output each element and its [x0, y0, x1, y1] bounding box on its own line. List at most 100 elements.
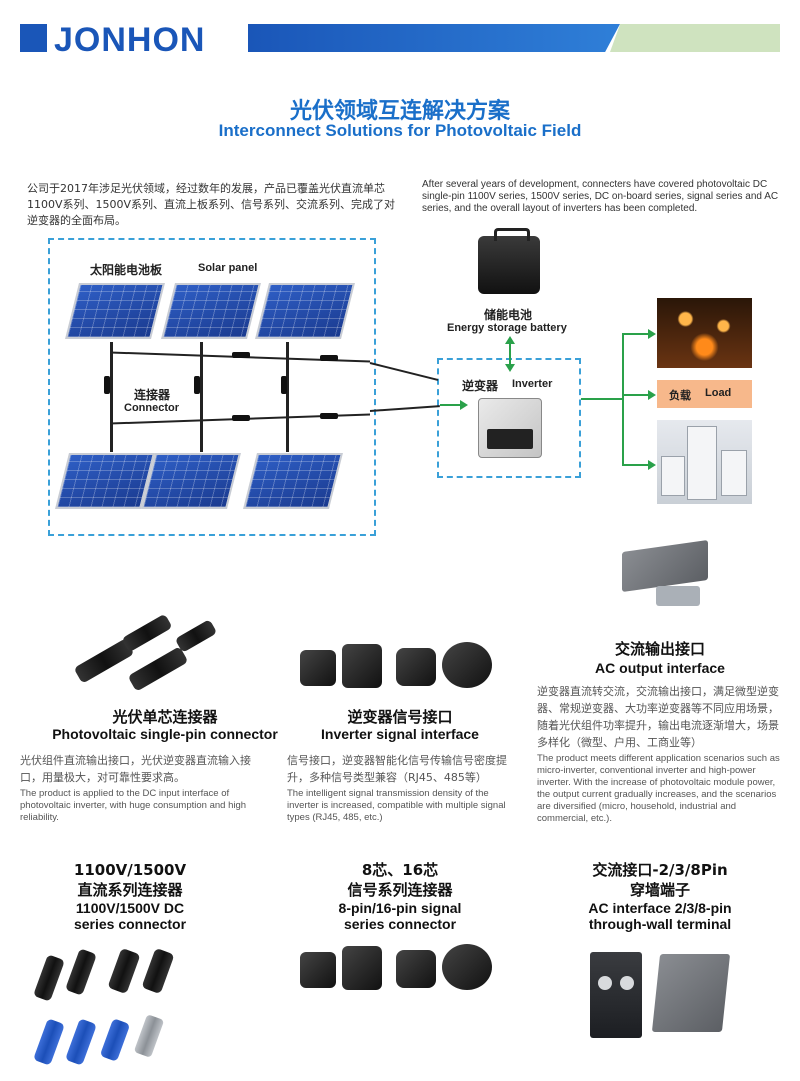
single-pin-title-cn: 光伏单芯连接器: [112, 708, 218, 726]
output-line: [622, 464, 650, 466]
terminal-screw-icon: [620, 976, 634, 990]
ac-output-body-cn: 逆变器直流转交流，交流输出接口，满足微型逆变器、常规逆变器、大功率逆变器等不同应…: [537, 685, 779, 749]
signal-series-connector-image: [342, 946, 382, 990]
cable: [369, 405, 440, 412]
solar-panel: [141, 453, 241, 509]
input-line: [440, 404, 462, 406]
solar-label-cn: 太阳能电池板: [90, 263, 163, 277]
signal-body-cn: 信号接口，逆变器智能化信号传输信号密度提升，多种信号类型兼容（RJ45、485等…: [287, 754, 507, 784]
battery-label-en: Energy storage battery: [447, 322, 567, 334]
energy-storage-battery-image: [478, 228, 540, 294]
ac-terminal-image: [622, 539, 708, 593]
intro-text-en: After several years of development, conn…: [422, 179, 779, 214]
ac-series-line2-cn: 穿墙端子: [629, 881, 690, 899]
connector-label-en: Connector: [124, 402, 179, 414]
ac-series-line1-cn: 交流接口-2/3/8Pin: [592, 861, 728, 879]
ac-series-line2-en: through-wall terminal: [588, 916, 732, 932]
signal-series-line2-cn: 信号系列连接器: [347, 881, 453, 899]
appliances-image: [657, 420, 752, 504]
load-box: 负载 Load: [657, 380, 752, 408]
arrow-down-icon: [505, 364, 515, 372]
arrow-right-icon: [648, 460, 656, 470]
signal-series-connector-image: [300, 952, 336, 988]
dc-series-line1-cn: 1100V/1500V: [73, 861, 187, 879]
connector-plug: [320, 355, 338, 361]
brand-blue-stripe: [248, 24, 620, 52]
dc-series-line2-en: series connector: [73, 916, 187, 932]
dc-connector-blue-image: [33, 1018, 65, 1066]
output-trunk-line: [622, 333, 624, 465]
signal-series-line1-cn: 8芯、16芯: [361, 861, 439, 879]
dc-series-title: 1100V/1500V 直流系列连接器 1100V/1500V DC serie…: [20, 860, 240, 932]
dc-connector-image: [107, 947, 141, 995]
inverter-label-en: Inverter: [512, 378, 553, 390]
arrow-right-icon: [648, 390, 656, 400]
page-title-cn: 光伏领域互连解决方案: [289, 99, 510, 124]
single-pin-body-en: The product is applied to the DC input i…: [20, 788, 247, 823]
street-lights-image: [657, 298, 752, 368]
battery-label-cn: 储能电池: [484, 308, 533, 322]
solar-panel: [255, 283, 355, 339]
solar-panel: [161, 283, 261, 339]
connector-plug: [104, 376, 110, 394]
dc-connector-blue-image: [65, 1018, 97, 1066]
refrigerator-icon: [687, 426, 717, 500]
ac-through-wall-terminal-image: [651, 954, 731, 1032]
connector-plug: [281, 376, 287, 394]
signal-series-line2-en: series connector: [343, 916, 457, 932]
terminal-screw-icon: [598, 976, 612, 990]
signal-series-connector-image: [396, 950, 436, 988]
ac-terminal-pins: [656, 586, 700, 606]
arrow-right-icon: [460, 400, 468, 410]
solar-panel: [65, 283, 165, 339]
ac-output-title-en: AC output interface: [595, 660, 725, 676]
signal-body-en: The intelligent signal transmission dens…: [287, 788, 506, 823]
single-pin-title-en: Photovoltaic single-pin connector: [52, 726, 278, 742]
signal-series-title: 8芯、16芯 信号系列连接器 8-pin/16-pin signal serie…: [290, 860, 510, 932]
dc-connector-blue-image: [99, 1018, 131, 1062]
brand-logo-square: [20, 24, 47, 52]
single-pin-connector-image: [174, 619, 218, 653]
brand-green-stripe: [610, 24, 780, 52]
ac-series-title: 交流接口-2/3/8Pin 穿墙端子 AC interface 2/3/8-pi…: [540, 860, 780, 932]
intro-text-cn: 公司于2017年涉足光伏领域，经过数年的发展，产品已覆盖光伏直流单芯1100V系…: [27, 182, 396, 227]
load-label-en: Load: [705, 387, 732, 399]
single-pin-connector-image: [121, 613, 173, 653]
single-pin-body-cn: 光伏组件直流输出接口，光伏逆变器直流输入接口，用量极大，对可靠性要求高。: [20, 754, 251, 784]
dc-connector-grey-image: [133, 1014, 165, 1058]
washing-machine-icon: [661, 456, 685, 496]
brand-header: JONHON: [20, 21, 780, 59]
connector-plug: [320, 413, 338, 419]
dc-series-line2-cn: 直流系列连接器: [77, 881, 183, 899]
signal-series-line1-en: 8-pin/16-pin signal: [338, 900, 462, 916]
dc-connector-image: [33, 954, 65, 1002]
signal-connector-image: [442, 642, 492, 688]
connector-plug: [232, 415, 250, 421]
signal-connector-image: [342, 644, 382, 688]
dc-series-line1-en: 1100V/1500V DC: [75, 900, 185, 916]
inverter-image: [478, 398, 542, 458]
solar-array-group: [48, 238, 376, 536]
ac-through-wall-terminal-image: [590, 952, 642, 1038]
ac-series-line1-en: AC interface 2/3/8-pin: [588, 900, 732, 916]
cable: [200, 342, 203, 452]
cable: [369, 362, 439, 381]
inverter-label-cn: 逆变器: [462, 379, 499, 393]
solar-label-en: Solar panel: [198, 262, 258, 274]
solar-panel: [243, 453, 343, 509]
appliance-icon: [721, 450, 747, 496]
single-pin-connector-image: [127, 646, 189, 692]
output-line: [622, 333, 650, 335]
ac-output-title-cn: 交流输出接口: [614, 640, 705, 658]
signal-connector-image: [396, 648, 436, 686]
load-label-cn: 负载: [669, 389, 691, 402]
signal-title-en: Inverter signal interface: [321, 726, 479, 742]
connector-label-cn: 连接器: [134, 388, 171, 402]
signal-series-connector-image: [442, 944, 492, 990]
dc-connector-image: [65, 948, 97, 996]
arrow-right-icon: [648, 329, 656, 339]
ac-output-body-en: The product meets different application …: [537, 753, 780, 824]
connector-plug: [194, 376, 200, 394]
dc-connector-image: [141, 947, 175, 995]
battery-link-line: [509, 343, 511, 365]
